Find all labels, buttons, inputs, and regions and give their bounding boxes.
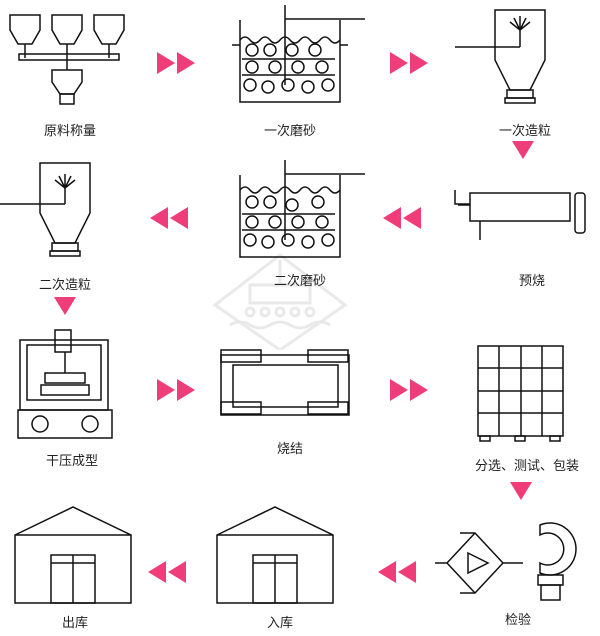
rotary-kiln-icon xyxy=(454,190,586,240)
arrow-left-icon xyxy=(383,207,421,229)
arrow-down-icon xyxy=(510,482,532,500)
watermark-logo xyxy=(212,253,348,350)
step-label: 一次磨砂 xyxy=(263,124,317,139)
arrow-down-icon xyxy=(512,141,534,159)
arrow-left-icon xyxy=(150,207,188,229)
step-label: 一次造粒 xyxy=(498,124,552,139)
step-label: 检验 xyxy=(504,613,532,628)
step-label: 入库 xyxy=(266,616,294,631)
sintering-furnace-icon xyxy=(220,349,350,416)
step-label: 预烧 xyxy=(518,274,546,289)
arrow-down-icon xyxy=(54,297,76,315)
ball-mill-icon xyxy=(239,160,365,258)
dry-press-icon xyxy=(17,329,113,439)
inspection-instrument-icon xyxy=(435,522,577,601)
warehouse-out-icon xyxy=(14,506,132,604)
step-label: 干压成型 xyxy=(45,454,99,469)
arrow-right-icon xyxy=(390,52,428,74)
step-label: 二次造粒 xyxy=(38,278,92,293)
step-label: 出库 xyxy=(61,616,89,631)
warehouse-in-icon xyxy=(216,506,334,604)
arrow-right-icon xyxy=(157,52,195,74)
ball-mill-icon xyxy=(232,5,365,103)
step-label: 烧结 xyxy=(276,442,304,457)
step-label: 分选、测试、包装 xyxy=(474,459,580,474)
spray-dryer-icon xyxy=(455,9,546,104)
arrow-left-icon xyxy=(148,561,186,583)
step-label: 二次磨砂 xyxy=(273,274,327,289)
packaging-crate-icon xyxy=(477,345,564,442)
weighing-hopper-icon xyxy=(9,14,125,105)
step-label: 原料称量 xyxy=(43,124,97,139)
arrow-right-icon xyxy=(390,379,428,401)
arrow-right-icon xyxy=(157,379,195,401)
arrow-left-icon xyxy=(378,561,416,583)
spray-dryer-icon xyxy=(0,162,91,257)
